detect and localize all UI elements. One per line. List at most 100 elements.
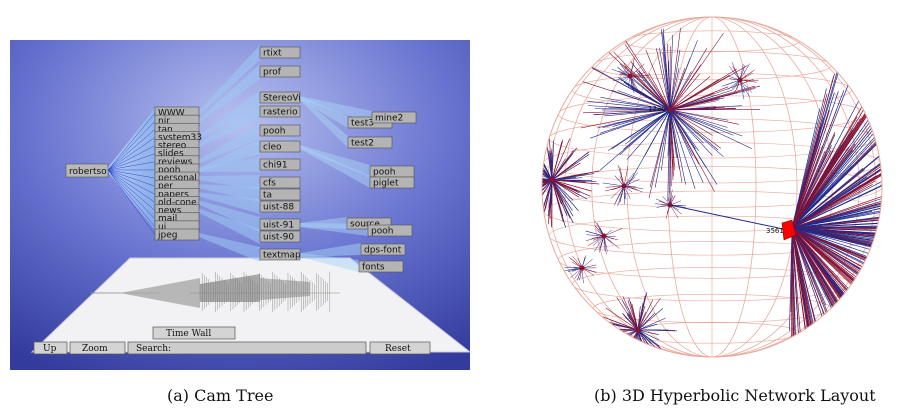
node-level3-label: dps-font (364, 246, 402, 256)
network-edge (791, 227, 882, 320)
network-edge (542, 165, 553, 181)
network-edge (669, 48, 708, 111)
node-level2[interactable]: uist-90 (259, 230, 301, 243)
network-edge (669, 32, 724, 111)
reset-button[interactable]: Reset (369, 341, 431, 355)
network-edge (732, 66, 741, 81)
node-level2[interactable]: StereoVi (259, 91, 301, 104)
floor-shadow-tree (90, 272, 340, 312)
node-level3[interactable]: fonts (358, 260, 404, 273)
network-edge (789, 227, 793, 331)
node-level2[interactable]: prof (259, 65, 301, 78)
network-edge (551, 141, 563, 181)
root-edge (107, 169, 156, 236)
network-edge (551, 173, 594, 181)
network-edge (594, 107, 671, 111)
node-level1[interactable]: jpeg (154, 228, 200, 241)
search-field[interactable]: Search: (127, 341, 367, 355)
root-edge (107, 137, 156, 171)
network-edge (791, 149, 834, 229)
network-edge (669, 109, 728, 128)
node-level2[interactable]: uist-91 (259, 218, 301, 231)
network-edge (669, 109, 713, 136)
network-edge (791, 156, 882, 229)
focus-marker[interactable] (781, 219, 797, 241)
node-level2[interactable]: rtixt (259, 46, 301, 59)
network-edge (669, 40, 698, 111)
network-edge (619, 329, 639, 332)
network-edge (791, 162, 882, 229)
node-level3[interactable]: pooh (369, 165, 415, 178)
network-edge (791, 149, 850, 229)
network-edge (739, 79, 745, 100)
network-edge (791, 107, 882, 229)
network-edge (791, 227, 815, 326)
network-edges (542, 27, 882, 357)
node-level3[interactable]: test2 (347, 136, 393, 149)
network-edge (791, 227, 882, 301)
node-level3[interactable]: piglet (369, 176, 415, 189)
network-edge (551, 179, 574, 201)
shadow-fan (200, 274, 260, 302)
network-edge (791, 227, 882, 317)
time-wall-button[interactable]: Time Wall (152, 326, 236, 340)
node-level2[interactable]: textmap (259, 248, 301, 261)
node-level3[interactable]: pooh (367, 224, 413, 237)
level2-fan (199, 208, 260, 244)
network-edge (791, 227, 859, 357)
node-root[interactable]: robertso (65, 163, 109, 178)
network-edge (669, 35, 673, 111)
level2-fan (199, 139, 260, 172)
network-edge (629, 72, 646, 77)
node-root-label: robertso (69, 167, 107, 177)
node-level2-label: cleo (263, 143, 282, 153)
node-level2[interactable]: cleo (259, 140, 301, 153)
zoom-button[interactable]: Zoom (69, 341, 126, 355)
network-edge (624, 44, 671, 111)
network-edge (722, 79, 741, 87)
network-edge (631, 304, 639, 331)
network-edge (739, 65, 746, 81)
node-level1-label: WWW (158, 109, 185, 119)
network-edge (542, 152, 553, 181)
network-edge (662, 28, 671, 111)
network-edge (791, 109, 838, 229)
network-edge (669, 109, 700, 165)
network-edge (637, 329, 659, 336)
level2-fan (199, 192, 260, 214)
root-edge (107, 169, 156, 219)
node-level2-label: StereoVi (263, 94, 301, 104)
up-button[interactable]: Up (33, 341, 68, 355)
node-level2[interactable]: rasterio (259, 105, 301, 118)
network-edge (669, 109, 704, 144)
node-level1-label: personal (158, 174, 197, 184)
network-hub (601, 233, 607, 239)
network-edge (611, 89, 671, 111)
node-level2[interactable]: chi91 (259, 158, 301, 171)
network-edge (669, 79, 754, 111)
node-level2[interactable]: pooh (259, 124, 301, 137)
network-edge (791, 184, 873, 229)
network-edge (581, 267, 584, 284)
network-edge (649, 109, 671, 188)
edge-burst (602, 164, 644, 207)
network-edge (585, 230, 605, 237)
network-hub (635, 327, 641, 333)
network-edge (619, 63, 631, 77)
node-level2[interactable]: uist-88 (259, 200, 301, 213)
root-edge (107, 129, 156, 171)
node-level2[interactable]: cfs (259, 176, 301, 189)
network-edge (551, 138, 571, 181)
root-edge (107, 112, 156, 171)
network-edge (791, 227, 882, 253)
node-level2[interactable]: ta (259, 188, 301, 201)
network-edge (616, 297, 639, 331)
node-level3[interactable]: mine2 (371, 111, 417, 124)
network-edge (626, 109, 671, 160)
node-level2-label: textmap (263, 251, 301, 261)
node-level3-label: fonts (362, 263, 385, 273)
network-edge (791, 149, 853, 229)
node-level3[interactable]: dps-font (360, 243, 406, 256)
network-edge (542, 179, 553, 185)
network-edge (669, 109, 739, 125)
